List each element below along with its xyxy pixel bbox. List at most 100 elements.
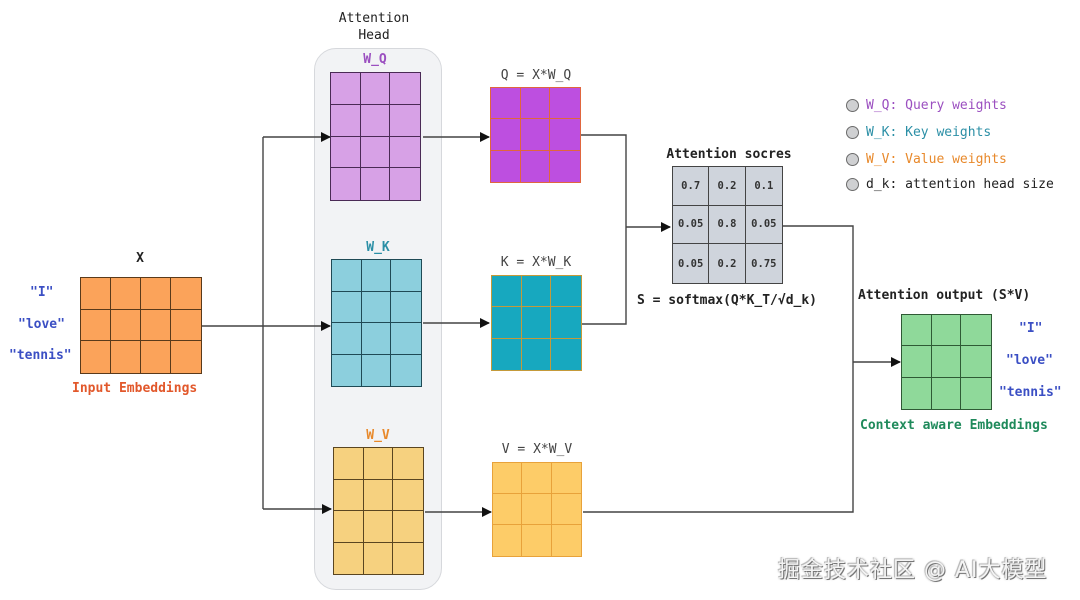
k-matrix: [491, 275, 582, 371]
legend-dot-icon: [846, 99, 859, 112]
output-token-tennis: "tennis": [999, 385, 1062, 400]
matrix-cell: [393, 480, 423, 511]
matrix-cell: [331, 168, 361, 200]
matrix-cell: [81, 278, 111, 310]
matrix-cell: 0.2: [709, 244, 746, 283]
input-token-tennis: "tennis": [9, 348, 72, 363]
matrix-cell: [334, 542, 364, 574]
attention-output-matrix: [901, 314, 992, 410]
matrix-cell: [332, 291, 362, 323]
matrix-cell: 0.2: [709, 167, 746, 206]
matrix-cell: [550, 151, 580, 182]
matrix-cell: [522, 338, 552, 370]
legend-dot-icon: [846, 178, 859, 191]
matrix-cell: [492, 276, 522, 308]
legend-item-wv: W_V: Value weights: [846, 152, 1007, 167]
matrix-cell: [521, 307, 552, 339]
matrix-cell: [493, 494, 523, 525]
wq-label: W_Q: [363, 52, 387, 67]
matrix-cell: [493, 463, 523, 494]
matrix-cell: [491, 150, 521, 182]
q-matrix: [490, 87, 581, 183]
attention-output-title: Attention output (S*V): [858, 288, 1031, 303]
v-matrix: [492, 462, 582, 557]
matrix-cell: [81, 341, 111, 373]
matrix-cell: [360, 104, 391, 137]
matrix-cell: [393, 511, 423, 543]
input-embedding-matrix: [80, 277, 202, 374]
matrix-cell: [390, 73, 420, 105]
matrix-cell: [902, 346, 932, 378]
attention-scores-title: Attention socres: [666, 147, 792, 162]
legend-text: W_V: Value weights: [866, 152, 1007, 167]
matrix-cell: [551, 307, 581, 339]
matrix-cell: [360, 73, 391, 105]
context-aware-embeddings-caption: Context aware Embeddings: [860, 418, 1048, 433]
matrix-cell: [141, 309, 171, 342]
attention-head-title-line2: Head: [358, 28, 390, 43]
matrix-cell: 0.05: [745, 206, 782, 245]
matrix-cell: [332, 323, 362, 355]
matrix-cell: [393, 448, 423, 480]
matrix-cell: [363, 479, 394, 511]
wv-matrix: [333, 447, 424, 575]
matrix-cell: [522, 463, 552, 494]
input-embeddings-caption: Input Embeddings: [72, 381, 198, 396]
output-token-i: "I": [1019, 321, 1043, 336]
matrix-cell: [332, 354, 362, 386]
legend-item-dk: d_k: attention head size: [846, 177, 1054, 192]
matrix-cell: [332, 260, 362, 292]
matrix-cell: 0.7: [673, 167, 710, 206]
matrix-cell: [551, 276, 581, 308]
matrix-cell: [391, 292, 421, 323]
matrix-cell: [331, 73, 361, 105]
matrix-cell: [364, 542, 394, 574]
input-token-love: "love": [18, 317, 65, 332]
matrix-cell: [550, 119, 580, 151]
matrix-cell: [360, 136, 391, 169]
matrix-cell: [391, 323, 421, 355]
attention-head-title-line1: Attention: [338, 11, 410, 26]
matrix-cell: [363, 448, 394, 480]
q-label: Q = X*W_Q: [500, 68, 572, 83]
input-matrix-label: X: [136, 251, 144, 266]
wv-label: W_V: [366, 428, 390, 443]
matrix-cell: 0.1: [745, 167, 782, 206]
matrix-cell: [334, 511, 364, 543]
matrix-cell: 0.05: [673, 244, 710, 283]
matrix-cell: 0.05: [673, 205, 710, 245]
matrix-cell: [391, 355, 421, 387]
matrix-cell: [961, 346, 991, 378]
wk-matrix: [331, 259, 422, 387]
matrix-cell: [550, 88, 580, 120]
matrix-cell: [331, 104, 361, 137]
matrix-cell: [390, 137, 420, 169]
matrix-cell: [902, 315, 932, 347]
matrix-cell: [390, 105, 420, 137]
matrix-cell: [931, 315, 962, 347]
matrix-cell: [493, 525, 523, 556]
matrix-cell: [961, 378, 991, 409]
matrix-cell: [334, 479, 364, 511]
legend-text: d_k: attention head size: [866, 177, 1054, 192]
matrix-cell: [361, 168, 391, 200]
matrix-cell: [141, 341, 171, 373]
matrix-cell: [331, 136, 361, 169]
matrix-cell: [931, 346, 962, 378]
wire-q-to-merge: [581, 134, 627, 325]
matrix-cell: [522, 494, 552, 525]
matrix-cell: [521, 276, 552, 308]
matrix-cell: [390, 168, 420, 200]
matrix-cell: 0.75: [751, 257, 777, 270]
matrix-cell: [492, 307, 522, 339]
matrix-cell: [111, 341, 141, 373]
matrix-cell: [111, 278, 141, 310]
matrix-cell: [171, 341, 201, 373]
matrix-cell: 0.8: [709, 205, 746, 245]
matrix-cell: [81, 309, 111, 342]
legend-text: W_K: Key weights: [866, 125, 992, 140]
matrix-cell: [171, 278, 201, 310]
matrix-cell: [520, 119, 551, 151]
matrix-cell: [491, 119, 521, 151]
